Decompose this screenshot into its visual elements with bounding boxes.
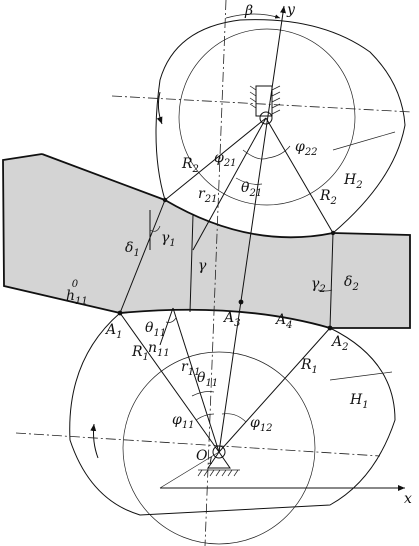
point-upper-right-contact: [330, 230, 336, 236]
theta11-arc: [191, 391, 215, 397]
phi22-arc: [267, 145, 291, 159]
label-phi12: φ12: [250, 415, 273, 434]
label-gamma: γ: [198, 258, 207, 274]
upper-radius-R2-left: [164, 117, 267, 201]
label-phi22: φ22: [295, 139, 318, 158]
label-delta1: δ1: [125, 240, 140, 259]
theta21-arc: [235, 177, 263, 185]
lower-radius-R1-left: [119, 312, 220, 453]
n11-normal: [159, 307, 174, 346]
label-H1: H1: [349, 392, 369, 411]
upper-pivot-pin: [259, 111, 273, 125]
gamma-line: [189, 214, 194, 313]
upper-pivot-hatch: [249, 85, 281, 115]
lower-roll-outline: [69, 312, 396, 516]
lower-radius-r11: [172, 307, 220, 453]
lower-roll-inner-circle: [122, 351, 316, 545]
strip-top-left-edge: [41, 153, 166, 201]
point-A2: [327, 325, 333, 331]
lower-roll-contact-arc: [119, 308, 331, 329]
theta11-top-arc: [165, 317, 177, 323]
point-A1: [117, 310, 123, 316]
upper-pivot-block: [255, 85, 273, 117]
label-R1-left: R1: [131, 344, 149, 363]
lower-pivot-support: [207, 451, 231, 469]
label-r21: r21: [198, 186, 217, 205]
workpiece-strip: [3, 154, 410, 328]
x-axis-origin-link: [159, 451, 220, 489]
label-delta2: δ2: [344, 274, 359, 293]
phi11-arc: [195, 413, 215, 421]
lower-rotation-arrow: [90, 423, 99, 459]
upper-radius-R2-right: [265, 117, 334, 234]
strip-outline-left: [2, 153, 121, 314]
label-A1: A1: [104, 322, 123, 341]
vertical-centerline: [204, 0, 227, 546]
beta-angle-arc: [225, 13, 281, 19]
y-axis: [218, 5, 286, 453]
label-O1: O1: [196, 448, 214, 467]
label-phi21: φ21: [214, 150, 237, 169]
label-R2-left: R2: [181, 156, 199, 175]
upper-rotation-arrow: [156, 91, 163, 125]
label-gamma1: γ1: [161, 230, 176, 249]
gamma2-arc: [317, 289, 333, 292]
lower-horizontal-centerline: [15, 432, 381, 457]
label-phi11: φ11: [172, 412, 195, 431]
strip-outline-right: [330, 232, 411, 329]
phi12-arc: [221, 413, 247, 423]
delta2-line: [329, 232, 334, 329]
phi21-arc: [242, 149, 269, 160]
delta1-line: [119, 199, 166, 314]
label-r11: r11: [181, 359, 200, 378]
upper-radius-r21: [192, 117, 267, 251]
lower-radius-R1-right: [218, 327, 331, 453]
label-beta: β: [244, 3, 253, 19]
lower-radius-H1: [329, 371, 393, 381]
upper-roll-outline: [155, 19, 406, 234]
label-theta21: θ21: [241, 180, 262, 199]
upper-radius-H2: [332, 131, 396, 151]
point-A3: [238, 299, 244, 305]
label-H2: H2: [343, 172, 363, 191]
label-x-axis: x: [404, 491, 412, 507]
label-theta11-top: θ11: [145, 320, 166, 339]
lower-pivot-ground: [197, 469, 240, 477]
label-A4: A4: [274, 312, 293, 331]
label-gamma2: γ2: [311, 276, 326, 295]
label-h11-0: h110: [66, 279, 88, 307]
label-y-axis: y: [286, 2, 296, 18]
gamma1-arc: [149, 225, 161, 232]
label-n11: n11: [148, 340, 170, 359]
label-R2-right: R2: [319, 188, 337, 207]
label-A3: A3: [222, 310, 241, 329]
label-A2: A2: [330, 334, 349, 353]
label-R1-right: R1: [300, 357, 318, 376]
upper-roll-contact-arc: [164, 199, 334, 239]
upper-roll-inner-circle: [178, 28, 356, 206]
upper-horizontal-centerline: [111, 95, 413, 113]
label-theta11: θ11: [197, 370, 218, 389]
point-upper-contact: [162, 197, 168, 203]
